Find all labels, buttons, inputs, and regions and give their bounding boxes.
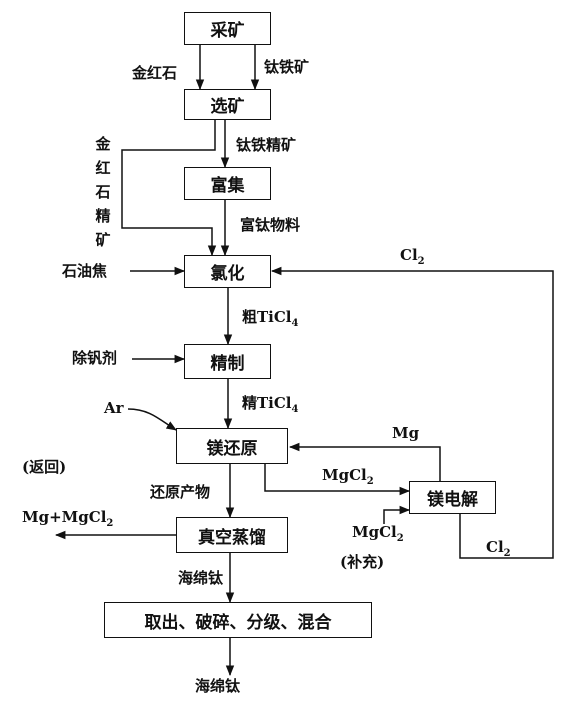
label-ilmenite: 钛铁矿 <box>264 58 310 76</box>
box-mg-electrolysis: 镁电解 <box>409 481 496 514</box>
mgcl2-to-electrolysis-arrow <box>264 464 411 496</box>
label-mg-mgcl2: Mg+MgCl2 <box>22 508 114 529</box>
box-finishing: 取出、破碎、分级、混合 <box>104 602 372 638</box>
label-ilmenite-concentrate: 钛铁精矿 <box>236 136 297 154</box>
rutile-concentrate-bypass <box>121 120 217 257</box>
mg-return-arrow <box>288 442 441 481</box>
box-beneficiation: 选矿 <box>184 89 271 120</box>
box-enrichment: 富集 <box>184 167 271 200</box>
label-cl2-return: Cl2 <box>400 246 425 267</box>
label-cl2-out: Cl2 <box>486 538 511 559</box>
label-sponge-ti-final: 海绵钛 <box>195 677 241 695</box>
box-mining: 采矿 <box>184 12 271 45</box>
label-fine-ticl4: 精TiCl4 <box>242 394 299 415</box>
rutile-concentrate-char: 精 <box>95 207 111 225</box>
label-mgcl2-supply: MgCl2 <box>352 523 404 544</box>
label-reduction-product: 还原产物 <box>150 483 211 501</box>
rutile-concentrate-char: 矿 <box>95 231 111 249</box>
label-rutile: 金红石 <box>132 64 178 82</box>
box-vacuum-distillation: 真空蒸馏 <box>176 517 288 553</box>
label-return-note: (返回) <box>22 458 67 476</box>
label-sponge-ti-mid: 海绵钛 <box>178 569 224 587</box>
label-mgcl2: MgCl2 <box>322 466 374 487</box>
box-refining: 精制 <box>184 344 271 379</box>
cl2-recycle-loop <box>270 266 554 559</box>
label-petroleum-coke: 石油焦 <box>62 262 108 280</box>
box-mg-reduction: 镁还原 <box>176 428 288 464</box>
label-ti-rich-material: 富钛物料 <box>240 216 301 234</box>
rutile-concentrate-char: 石 <box>95 183 111 201</box>
label-supplement-note: (补充) <box>340 553 385 571</box>
cl2-out-arrow <box>459 514 474 559</box>
mgcl2-supplement-arrow <box>383 505 411 524</box>
label-ar: Ar <box>104 399 124 417</box>
rutile-concentrate-char: 红 <box>95 159 111 177</box>
label-mg: Mg <box>392 424 420 442</box>
ar-feed-arrow <box>127 408 177 431</box>
label-vanadium-remover: 除钒剂 <box>72 349 118 367</box>
box-chlorination: 氯化 <box>184 255 271 288</box>
rutile-concentrate-char: 金 <box>95 135 111 153</box>
label-crude-ticl4: 粗TiCl4 <box>242 308 299 329</box>
